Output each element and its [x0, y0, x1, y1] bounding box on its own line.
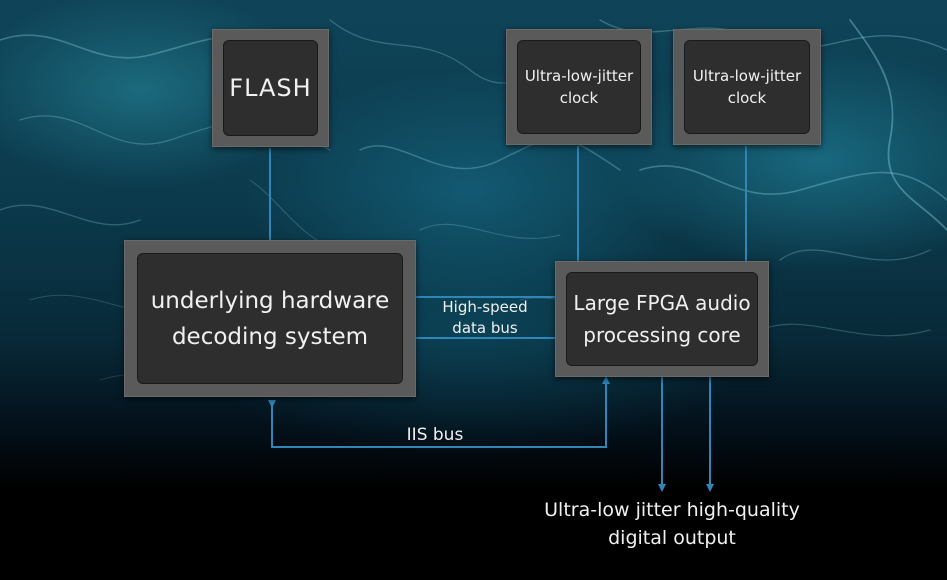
clock-1-label: Ultra-low-jitter clock — [517, 40, 641, 134]
iis-bus-arrow — [268, 376, 610, 448]
fpga-core-label: Large FPGA audio processing core — [566, 272, 758, 366]
clock-chip-1: Ultra-low-jitter clock — [506, 29, 652, 145]
clock-chip-2: Ultra-low-jitter clock — [673, 29, 821, 145]
clock-2-label: Ultra-low-jitter clock — [684, 40, 810, 134]
digital-output-label: Ultra-low jitter high-quality digital ou… — [544, 499, 800, 549]
data-bus-label: High-speed data bus — [442, 298, 528, 337]
decoding-system-chip: underlying hardware decoding system — [124, 240, 416, 397]
fpga-core-chip: Large FPGA audio processing core — [555, 261, 769, 377]
iis-bus-label: IIS bus — [406, 425, 464, 445]
flash-chip: FLASH — [212, 29, 329, 147]
flash-label: FLASH — [223, 40, 318, 136]
decoding-system-label: underlying hardware decoding system — [137, 253, 403, 384]
